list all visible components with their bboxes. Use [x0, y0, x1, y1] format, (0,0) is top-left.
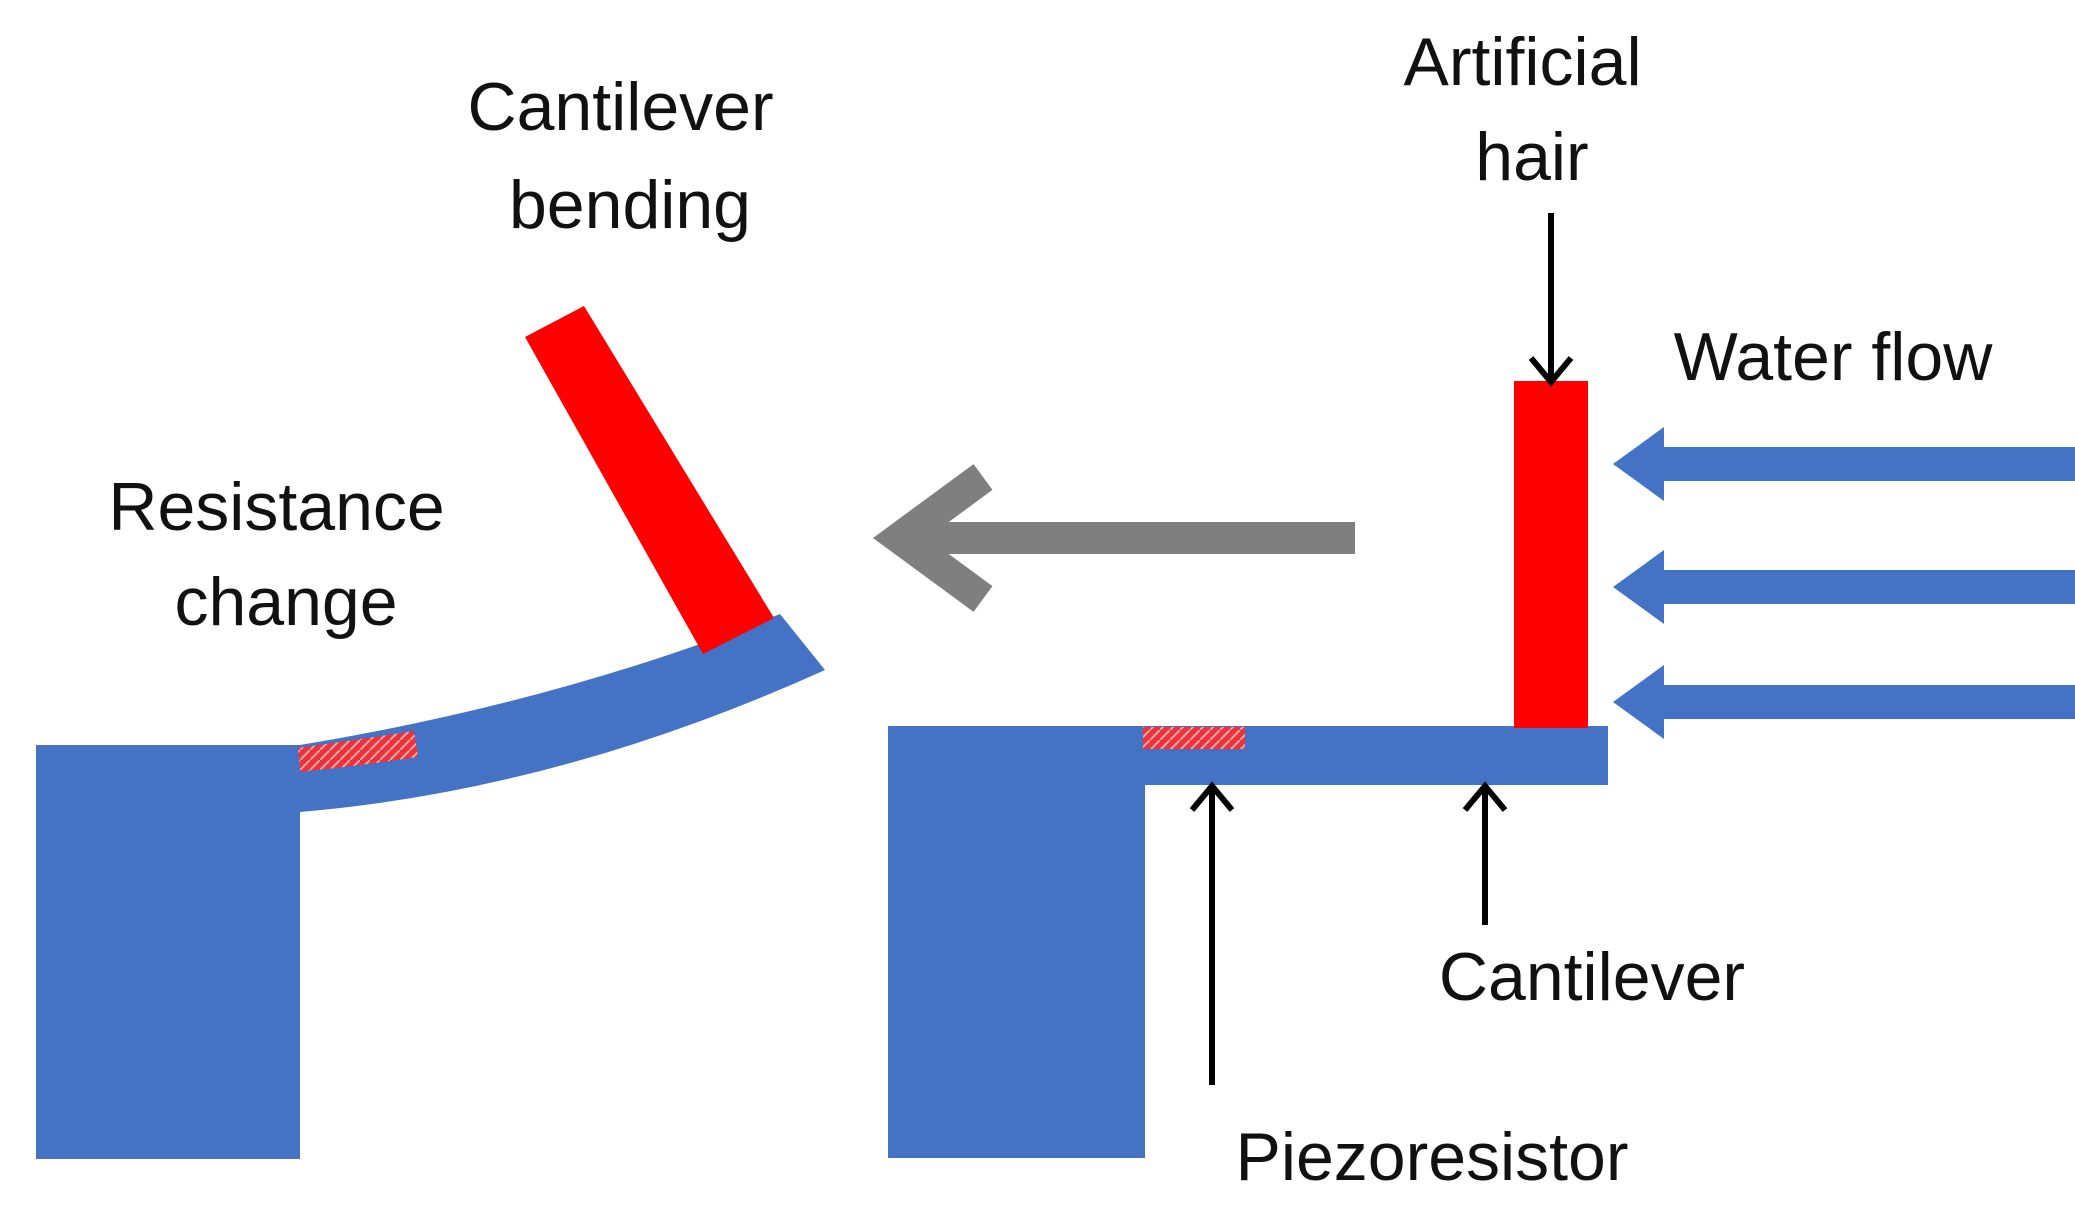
artificial-hair-label-line1: Artificial — [1404, 24, 1642, 100]
water-flow-arrow-bottom — [1613, 665, 2075, 739]
left-arrow-icon — [1613, 665, 1664, 739]
resistance-change-label-line1: Resistance — [108, 469, 444, 545]
water-flow-arrows — [1613, 427, 2075, 739]
left-arrow-icon — [1613, 550, 1664, 624]
bent-piezoresistor — [298, 731, 418, 772]
cantilever-bending-label: Cantilever bending — [467, 69, 792, 243]
water-flow-label: Water flow — [1674, 319, 1994, 395]
cantilever-bending-label-line1: Cantilever — [467, 69, 773, 145]
artificial-hair-label: Artificial hair — [1404, 24, 1661, 195]
resistance-change-label: Resistance change — [108, 469, 463, 640]
transition-arrow — [872, 464, 1355, 612]
piezoresistor-pointer — [1189, 781, 1235, 1085]
pointer-arrows — [1189, 213, 1574, 1085]
bent-cantilever-beam — [300, 614, 825, 812]
cantilever-label: Cantilever — [1439, 939, 1745, 1015]
water-flow-arrow-middle — [1613, 550, 2075, 624]
left-arrow-icon — [1613, 427, 1664, 501]
resistance-change-label-line2: change — [174, 564, 397, 640]
left-base-block — [36, 745, 300, 1159]
right-base-block — [888, 726, 1145, 1158]
piezoresistor-label: Piezoresistor — [1235, 1119, 1628, 1195]
cantilever-bending-label-line2: bending — [509, 167, 751, 243]
up-arrow-icon — [1462, 781, 1508, 812]
cantilever-pointer — [1462, 781, 1508, 925]
left-arrow-icon — [872, 464, 993, 612]
tilted-artificial-hair — [525, 306, 774, 654]
piezoresistor — [1143, 727, 1245, 749]
rest-state-panel — [888, 381, 1608, 1158]
artificial-hair — [1514, 381, 1588, 728]
artificial-hair-label-line2: hair — [1475, 119, 1588, 195]
up-arrow-icon — [1189, 781, 1235, 812]
artificial-hair-pointer — [1528, 213, 1574, 387]
water-flow-arrow-top — [1613, 427, 2075, 501]
bent-state-panel — [36, 306, 825, 1159]
down-arrow-icon — [1528, 356, 1574, 387]
cantilever-beam — [888, 726, 1608, 785]
